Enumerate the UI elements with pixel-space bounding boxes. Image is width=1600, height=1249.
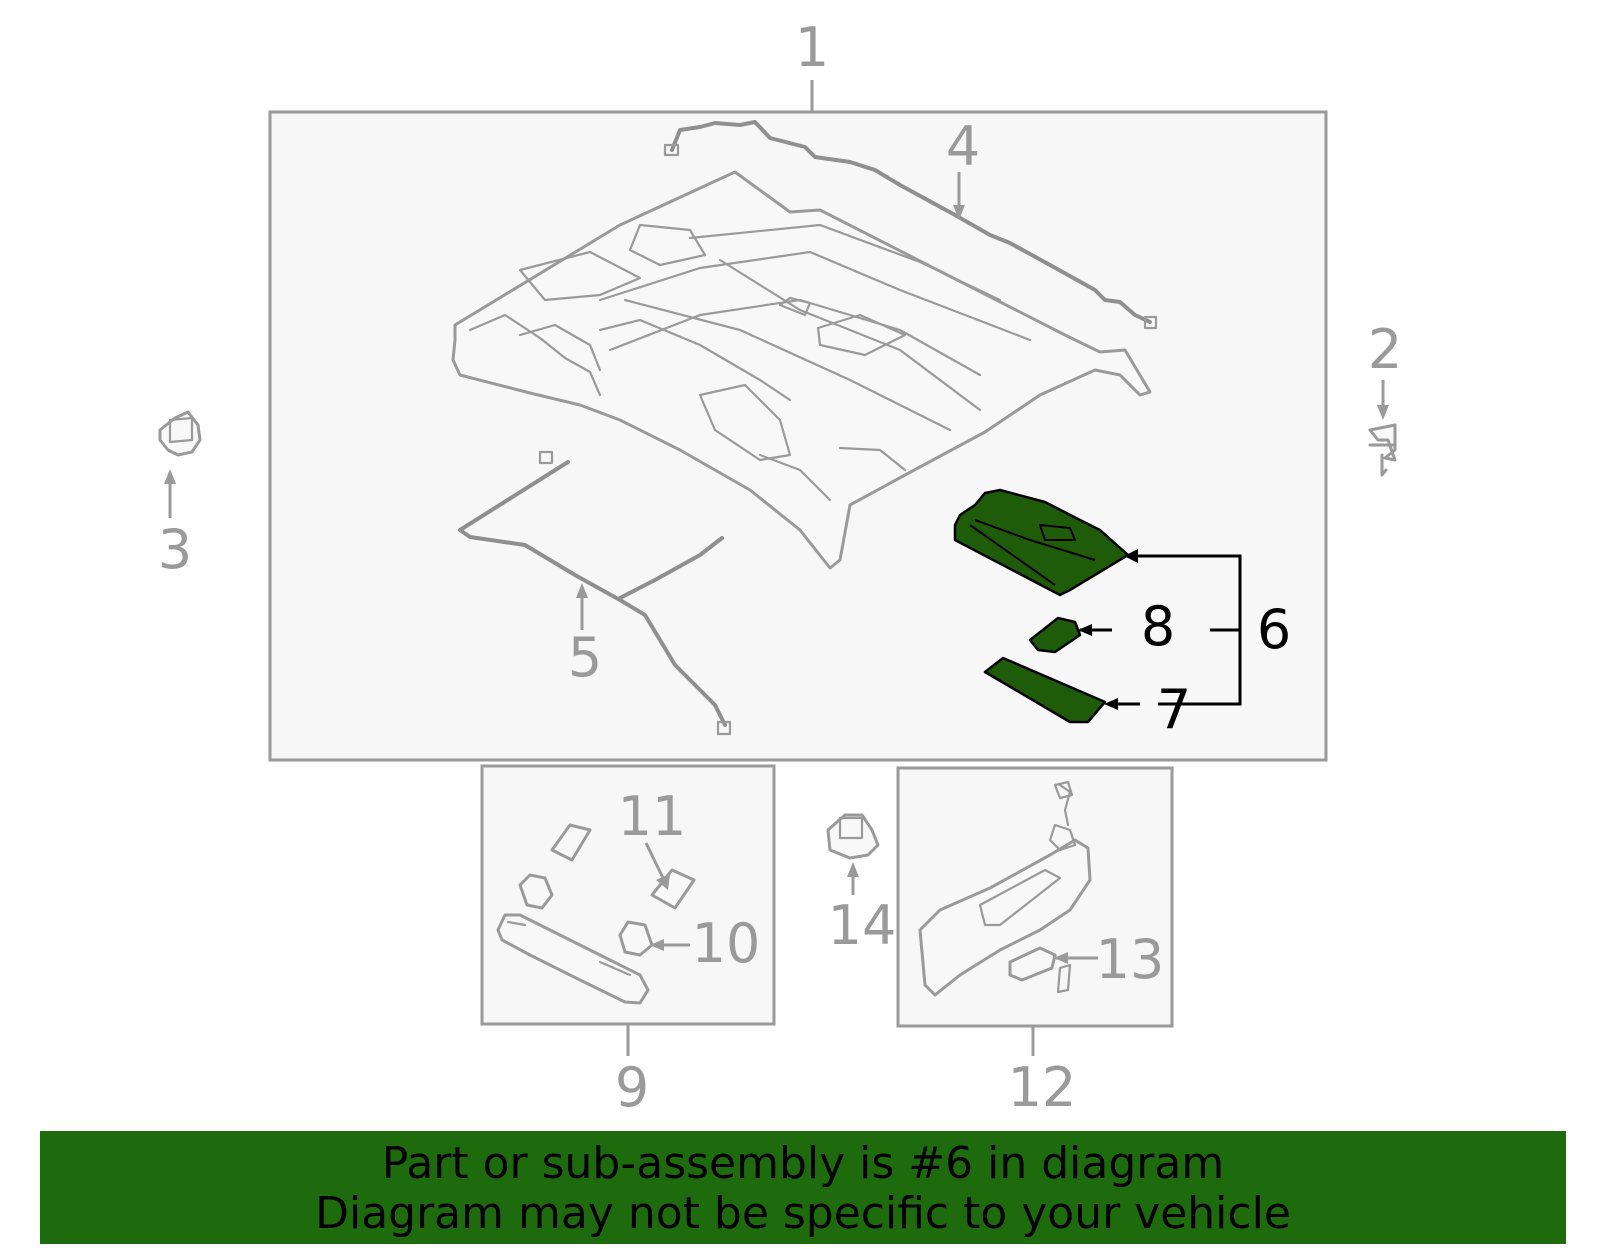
callout-7[interactable]: 7 [1157,678,1191,741]
callout-5[interactable]: 5 [568,626,602,689]
part-12-sun-visor[interactable] [918,780,1092,997]
callout-12[interactable]: 12 [1008,1056,1077,1119]
part-13-lamp[interactable] [1008,946,1057,982]
callout-6[interactable]: 6 [1257,598,1291,661]
callout-11[interactable]: 11 [618,785,687,848]
part-11-cover[interactable] [550,823,696,910]
callout-10[interactable]: 10 [692,912,761,975]
callout-3[interactable]: 3 [158,518,192,581]
arrow-11 [656,874,670,890]
callout-2[interactable]: 2 [1368,318,1402,381]
part-2-clip[interactable] [1368,423,1397,477]
arrow-3 [164,469,176,484]
part-8-bulb[interactable] [1028,616,1082,654]
arrow-2 [1377,405,1389,420]
arrow-6 [1124,549,1138,563]
part-6-dome-lamp[interactable] [953,488,1130,597]
part-9-grab-handle[interactable] [496,913,650,1005]
arrow-4 [953,205,965,220]
callout-13[interactable]: 13 [1096,928,1165,991]
part-5-wire-harness [458,460,727,727]
leader-line-11 [644,842,666,881]
arrow-8 [1078,624,1092,636]
callout-8[interactable]: 8 [1141,595,1175,658]
part-5-wire-branch [618,536,724,600]
notice-banner: Part or sub-assembly is #6 in diagram Di… [40,1131,1566,1244]
part-4-connector-b [1143,315,1158,330]
callout-9[interactable]: 9 [615,1056,649,1119]
part-4-wire-harness [670,120,1152,324]
part-14-holder[interactable] [826,813,880,860]
arrow-7 [1104,698,1118,710]
part-4-connector-a [663,143,680,157]
part-5-connector-a [538,450,554,465]
callout-4[interactable]: 4 [946,115,980,178]
part-5-connector-b [716,720,732,736]
callout-14[interactable]: 14 [828,894,897,957]
callout-1[interactable]: 1 [795,16,829,79]
arrow-10 [650,939,664,951]
arrow-5 [576,583,588,598]
arrow-13 [1054,952,1068,964]
notice-line-disclaimer: Diagram may not be specific to your vehi… [315,1188,1291,1239]
part-3-retainer[interactable] [158,410,202,457]
notice-line-part: Part or sub-assembly is #6 in diagram [381,1138,1225,1189]
part-7-lens[interactable] [983,656,1107,724]
headliner-panel [451,170,1152,570]
arrow-14 [847,862,859,877]
part-10-clip[interactable] [518,873,654,957]
